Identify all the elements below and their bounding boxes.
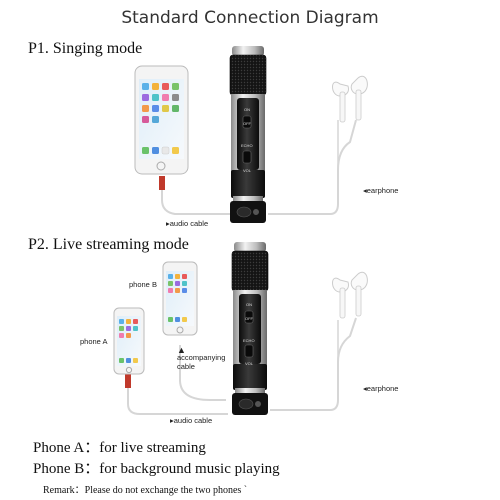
- p1-earphone-label: ◂earphone: [363, 186, 399, 195]
- p2-mic-label-on: ON: [246, 302, 252, 307]
- note-phone-b: Phone B：for background music playing: [33, 461, 280, 477]
- p2-accompanying-label-line2: cable: [177, 362, 195, 371]
- p2-phone-b: [162, 261, 198, 336]
- p1-phone-plug-red: [159, 176, 165, 190]
- p1-cables: [161, 119, 357, 215]
- p2-microphone: [231, 242, 269, 415]
- p1-audio-cable-label: ▸audio cable: [166, 219, 209, 228]
- p2-accompanying-cable-label: ▲ accompanying cable: [177, 345, 226, 372]
- p2-phone-a: [113, 307, 145, 375]
- p2-phone-a-label: phone A: [80, 337, 108, 346]
- p2-mic-label-vol: VOL: [245, 361, 254, 366]
- p2-accompanying-label-line1: accompanying: [177, 353, 226, 362]
- p1-phone: [134, 65, 189, 175]
- up-arrow-icon: ▲: [177, 345, 186, 355]
- mode-heading-live-streaming: P2. Live streaming mode: [28, 236, 189, 253]
- p2-audio-cable-label: ▸audio cable: [170, 416, 213, 425]
- p2-earphone-label: ◂earphone: [363, 384, 399, 393]
- diagram-title: Standard Connection Diagram: [121, 8, 379, 28]
- p2-earphones: [332, 271, 368, 319]
- p2-cables: [127, 317, 357, 415]
- p1-mic-label-off: OFF: [243, 121, 251, 126]
- p1-mic-label-on: ON: [244, 107, 250, 112]
- p2-phone-b-label: phone B: [129, 280, 157, 289]
- p1-earphones: [332, 75, 368, 123]
- note-phone-a: Phone A：for live streaming: [33, 440, 206, 456]
- p2-mic-label-echo: ECHO: [243, 338, 255, 343]
- mode-heading-singing: P1. Singing mode: [28, 40, 143, 57]
- p1-mic-label-echo: ECHO: [241, 143, 253, 148]
- p1-mic-label-vol: VOL: [243, 168, 252, 173]
- p1-microphone: [229, 46, 267, 223]
- p2-phone-a-plug-red: [125, 374, 131, 388]
- p1-phone-app-icons: [142, 83, 179, 155]
- remark-text: Remark：Please do not exchange the two ph…: [43, 485, 248, 496]
- p2-mic-label-off: OFF: [245, 316, 253, 321]
